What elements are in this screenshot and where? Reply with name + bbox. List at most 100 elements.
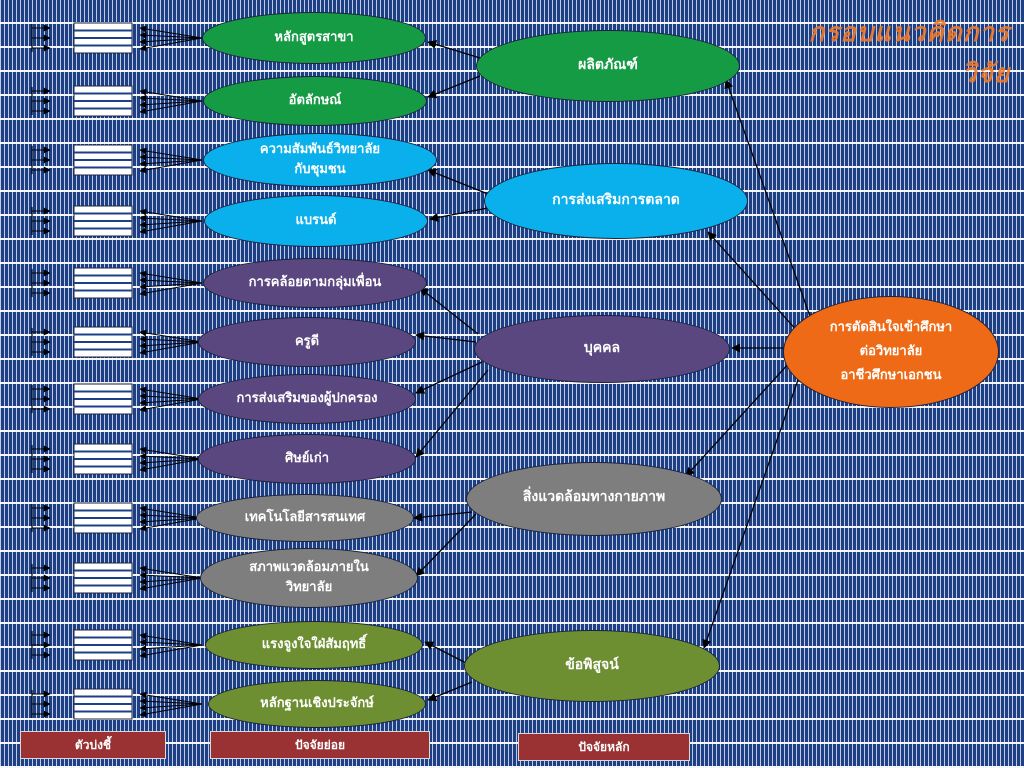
indicator-arrow (139, 571, 203, 579)
sub-factor-label: แบรนด์ (295, 212, 337, 228)
indicator-arrow (139, 147, 203, 161)
indicator-arrow (139, 517, 203, 526)
main-factor-label: ข้อพิสูจน์ (565, 657, 619, 674)
indicator-arrow (139, 398, 203, 413)
main-to-sub-arrow (419, 287, 479, 335)
indicator-arrow (139, 577, 203, 592)
main-to-sub-arrow (427, 681, 473, 702)
main-to-sub-arrow (429, 207, 489, 222)
indicator-arrow (139, 329, 203, 343)
indicator-arrow (139, 25, 203, 39)
sub-factor-node: แบรนด์ (204, 195, 428, 247)
sub-factor-label: เทคโนโลยีสารสนเทศ (244, 509, 366, 525)
indicator-arrow (139, 282, 203, 297)
indicator-arrow (139, 565, 203, 579)
main-factor-node: การส่งเสริมการตลาด (484, 163, 748, 239)
indicator-arrow (139, 94, 203, 102)
outcome-arrow (724, 79, 813, 323)
main-factor-node: ผลิตภัณฑ์ (476, 30, 740, 102)
indicator-arrow (139, 644, 203, 659)
legend-sub-factors: ปัจจัยย่อย (210, 731, 430, 759)
outcome-arrow (707, 231, 801, 335)
indicator-arrow (139, 282, 203, 291)
sub-factor-node: อัตลักษณ์ (203, 76, 427, 126)
indicator-arrow (139, 341, 203, 356)
indicator-arrow (139, 31, 203, 39)
indicator-arrow (139, 458, 203, 473)
indicator-arrow (139, 392, 203, 400)
indicator-arrow (139, 88, 203, 102)
indicator-arrow (139, 703, 203, 718)
main-factor-node: บุคคล (474, 315, 730, 383)
indicator-arrow (139, 632, 203, 646)
legend-sub-factors-label: ปัจจัยย่อย (295, 737, 345, 752)
indicator-arrow (139, 341, 203, 350)
sub-factor-label: หลักฐานเชิงประจักษ์ (260, 695, 374, 711)
main-to-sub-arrow (415, 369, 489, 458)
indicator-arrow (139, 697, 203, 705)
outcome-arrow (702, 379, 799, 649)
main-factor-label: บุคคล (583, 340, 621, 357)
indicator-arrow (139, 452, 203, 460)
sub-factor-node: เทคโนโลยีสารสนเทศ (196, 494, 414, 542)
main-factor-label: การส่งเสริมการตลาด (552, 192, 680, 209)
indicator-arrow (139, 691, 203, 705)
indicator-arrow (139, 505, 203, 519)
indicator-arrow (139, 214, 203, 222)
sub-factor-node: หลักสูตรสาขา (202, 12, 426, 64)
indicator-arrow (139, 159, 203, 174)
indicator-arrow (139, 517, 203, 532)
sub-factor-node: การคล้อยตามกลุ่มเพื่อน (203, 258, 427, 308)
indicator-arrow (139, 703, 203, 712)
indicator-arrow (139, 220, 203, 235)
indicator-arrow (139, 208, 203, 222)
sub-factor-label: อัตลักษณ์ (288, 92, 342, 108)
sub-factor-label: สภาพแวดล้อมภายใน วิทยาลัย (249, 559, 369, 595)
indicator-arrow (139, 37, 203, 46)
indicator-arrow (139, 37, 203, 52)
sub-factor-node: แรงจูงใจใฝ่สัมฤทธิ์ (205, 621, 423, 669)
main-to-sub-arrow (415, 361, 483, 394)
sub-factor-node: หลักฐานเชิงประจักษ์ (208, 680, 426, 728)
sub-factor-node: การส่งเสริมของผู้ปกครอง (198, 374, 416, 424)
legend-indicators: ตัวบ่งชี้ (20, 731, 166, 759)
main-factor-node: สิ่งแวดล้อมทางกายภาพ (466, 462, 722, 536)
indicator-arrow (139, 220, 203, 229)
sub-factor-label: การคล้อยตามกลุ่มเพื่อน (248, 274, 382, 290)
main-factor-label: ผลิตภัณฑ์ (578, 57, 638, 74)
sub-factor-label: หลักสูตรสาขา (274, 29, 354, 45)
sub-factor-label: ครูดี (294, 333, 320, 349)
sub-factor-label: ศิษย์เก่า (284, 450, 330, 466)
indicator-arrow (139, 159, 203, 168)
main-to-sub-arrow (427, 168, 489, 195)
indicator-arrow (139, 638, 203, 646)
legend-main-factors: ปัจจัยหลัก (518, 733, 690, 761)
legend-main-factors-label: ปัจจัยหลัก (578, 739, 630, 754)
sub-factor-node: ครูดี (198, 317, 416, 367)
indicator-arrow (139, 398, 203, 407)
outcome-label: การตัดสินใจเข้าศึกษา ต่อวิทยาลัย อาชีวศึ… (829, 319, 953, 384)
indicator-arrow (139, 276, 203, 284)
main-to-sub-arrow (415, 331, 477, 343)
page-title: กรอบแนวคิดการวิจัย (808, 18, 1010, 89)
indicator-arrow (139, 458, 203, 467)
sub-factor-label: ความสัมพันธ์วิทยาลัย กับชุมชน (259, 141, 381, 177)
sub-factor-node: ความสัมพันธ์วิทยาลัย กับชุมชน (203, 133, 437, 187)
outcome-arrow (685, 361, 791, 477)
main-factor-label: สิ่งแวดล้อมทางกายภาพ (522, 489, 666, 505)
main-to-sub-arrow (413, 511, 473, 522)
outcome-node: การตัดสินใจเข้าศึกษา ต่อวิทยาลัย อาชีวศึ… (783, 296, 999, 408)
indicator-arrow (139, 100, 203, 109)
legend-indicators-label: ตัวบ่งชี้ (74, 737, 112, 752)
sub-factor-label: แรงจูงใจใฝ่สัมฤทธิ์ (261, 636, 367, 652)
indicator-arrow (139, 446, 203, 460)
main-to-sub-arrow (415, 513, 477, 577)
sub-factor-label: การส่งเสริมของผู้ปกครอง (236, 390, 378, 406)
indicator-arrow (139, 644, 203, 653)
indicator-arrow (139, 270, 203, 284)
indicator-column (31, 22, 203, 720)
indicator-arrow (139, 511, 203, 519)
indicator-arrow (139, 335, 203, 343)
